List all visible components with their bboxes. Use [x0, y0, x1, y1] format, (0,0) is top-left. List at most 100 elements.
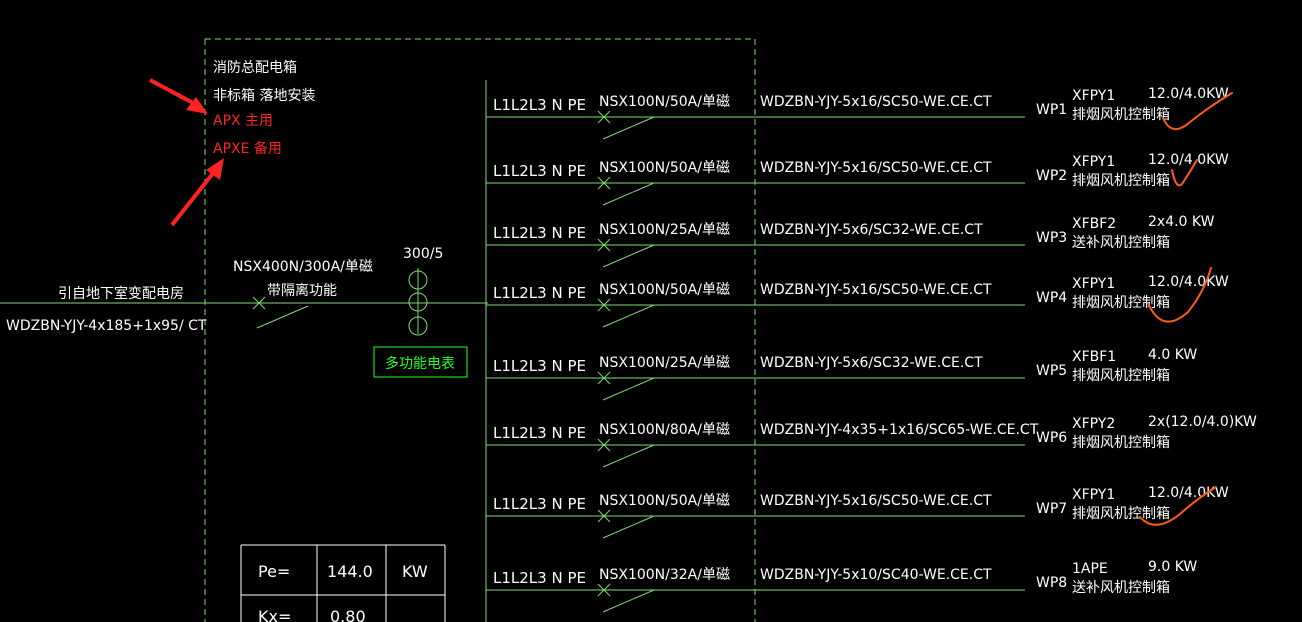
circuit-breaker-label: NSX100N/80A/单磁: [599, 422, 730, 438]
incoming-cable-label: WDZBN-YJY-4x185+1x95/ CT: [6, 318, 207, 334]
circuit-breaker-x: [597, 238, 611, 252]
circuit-breaker-blade: [602, 116, 655, 140]
circuit-desc-label: 排烟风机控制箱: [1072, 107, 1170, 123]
panel-apx-label: APX 主用: [213, 113, 273, 129]
circuit-power-label: 12.0/4.0KW: [1148, 274, 1229, 290]
circuit-phases-label: L1L2L3 N PE: [493, 162, 586, 180]
circuit-phases-label: L1L2L3 N PE: [493, 96, 586, 114]
incoming-breaker-label: NSX400N/300A/单磁: [233, 259, 373, 275]
circuit-breaker-blade: [602, 244, 655, 268]
check-mark-icon: [1139, 486, 1217, 526]
circuit-id-label: WP4: [1036, 290, 1067, 306]
circuit-desc-label: 排烟风机控制箱: [1072, 173, 1170, 189]
circuit-phases-label: L1L2L3 N PE: [493, 495, 586, 513]
circuit-breaker-blade: [602, 444, 655, 468]
circuit-breaker-label: NSX100N/50A/单磁: [599, 94, 730, 110]
circuit-cable-label: WDZBN-YJY-5x6/SC32-WE.CE.CT: [760, 355, 983, 371]
circuit-breaker-x: [597, 176, 611, 190]
circuit-breaker-x: [597, 110, 611, 124]
circuit-id-label: WP2: [1036, 168, 1067, 184]
circuit-breaker-blade: [602, 304, 655, 328]
circuit-power-label: 9.0 KW: [1148, 559, 1197, 575]
panel-apxe-label: APXE 备用: [213, 140, 282, 157]
circuit-cable-label: WDZBN-YJY-5x10/SC40-WE.CE.CT: [760, 567, 992, 583]
meter-label: 多功能电表: [385, 355, 455, 372]
circuit-desc-label: 排烟风机控制箱: [1072, 368, 1170, 384]
circuit-desc-label: 送补风机控制箱: [1072, 235, 1170, 251]
circuit-desc-label: 排烟风机控制箱: [1072, 295, 1170, 311]
circuit-breaker-label: NSX100N/25A/单磁: [599, 355, 730, 371]
circuit-wp8: L1L2L3 N PE NSX100N/32A/单磁 WDZBN-YJY-5x10/…: [486, 559, 1197, 613]
circuit-power-label: 2x(12.0/4.0)KW: [1148, 414, 1257, 430]
check-mark-icon: [1162, 92, 1233, 130]
circuit-cable-label: WDZBN-YJY-4x35+1x16/SC65-WE.CE.CT: [760, 422, 1039, 438]
circuit-id-label: WP7: [1036, 501, 1067, 517]
circuit-id-label: WP3: [1036, 230, 1067, 246]
circuit-desc-label: 送补风机控制箱: [1072, 580, 1170, 596]
circuit-phases-label: L1L2L3 N PE: [493, 224, 586, 242]
circuit-cable-label: WDZBN-YJY-5x16/SC50-WE.CE.CT: [760, 493, 992, 509]
load-table-value-1: 0.80: [330, 607, 366, 622]
circuit-phases-label: L1L2L3 N PE: [493, 569, 586, 587]
incoming-source-label: 引自地下室变配电房: [58, 285, 184, 302]
circuit-breaker-x: [597, 371, 611, 385]
circuit-power-label: 12.0/4.0KW: [1148, 485, 1229, 501]
panel-name-line1: 消防总配电箱: [213, 60, 297, 76]
circuit-breaker-label: NSX100N/50A/单磁: [599, 282, 730, 298]
circuit-breaker-label: NSX100N/25A/单磁: [599, 222, 730, 238]
annotation-arrow-apxe: [170, 158, 224, 227]
circuit-wp7: L1L2L3 N PE NSX100N/50A/单磁 WDZBN-YJY-5x16/…: [486, 485, 1229, 539]
circuit-power-label: 4.0 KW: [1148, 347, 1197, 363]
circuit-wp2: L1L2L3 N PE NSX100N/50A/单磁 WDZBN-YJY-5x16/…: [486, 152, 1229, 206]
load-table: Pe= 144.0 KW Kx= 0.80: [240, 544, 446, 622]
load-table-value-0: 144.0: [327, 562, 373, 581]
incoming-breaker-x: [252, 296, 266, 310]
load-table-unit-0: KW: [402, 562, 428, 581]
circuit-phases-label: L1L2L3 N PE: [493, 424, 586, 442]
circuit-device-label: 1APE: [1072, 561, 1108, 577]
circuit-device-label: XFPY2: [1072, 416, 1115, 432]
circuit-breaker-blade: [602, 515, 655, 539]
circuit-cable-label: WDZBN-YJY-5x6/SC32-WE.CE.CT: [760, 222, 983, 238]
circuit-wp6: L1L2L3 N PE NSX100N/80A/单磁 WDZBN-YJY-4x35+…: [486, 414, 1257, 468]
circuit-device-label: XFPY1: [1072, 487, 1115, 503]
circuit-id-label: WP1: [1036, 102, 1067, 118]
circuit-breaker-label: NSX100N/50A/单磁: [599, 493, 730, 509]
meter-box: [373, 346, 468, 378]
incoming-breaker-blade: [256, 305, 309, 329]
circuit-breaker-x: [597, 298, 611, 312]
circuit-device-label: XFPY1: [1072, 154, 1115, 170]
circuit-breaker-x: [597, 438, 611, 452]
circuit-power-label: 12.0/4.0KW: [1148, 152, 1229, 168]
ct-ratio-label: 300/5: [403, 246, 443, 262]
circuit-device-label: XFPY1: [1072, 88, 1115, 104]
incoming-breaker-note: 带隔离功能: [267, 282, 337, 299]
circuit-desc-label: 排烟风机控制箱: [1072, 435, 1170, 451]
check-mark-icon: [1171, 159, 1198, 187]
circuit-power-label: 2x4.0 KW: [1148, 214, 1215, 230]
circuit-wp3: L1L2L3 N PE NSX100N/25A/单磁 WDZBN-YJY-5x6/S…: [486, 214, 1215, 268]
circuit-device-label: XFBF1: [1072, 349, 1116, 365]
current-transformer-icon: [408, 268, 428, 336]
circuit-breaker-label: NSX100N/32A/单磁: [599, 567, 730, 583]
circuit-breaker-x: [597, 583, 611, 597]
circuit-cable-label: WDZBN-YJY-5x16/SC50-WE.CE.CT: [760, 94, 992, 110]
circuit-breaker-label: NSX100N/50A/单磁: [599, 160, 730, 176]
circuit-device-label: XFBF2: [1072, 216, 1116, 232]
circuit-id-label: WP8: [1036, 575, 1067, 591]
load-table-label-0: Pe=: [258, 562, 290, 581]
panel-name-line2: 非标箱 落地安装: [213, 88, 315, 104]
annotation-arrow-apx: [149, 78, 208, 114]
circuit-id-label: WP6: [1036, 430, 1067, 446]
circuit-phases-label: L1L2L3 N PE: [493, 357, 586, 375]
check-mark-icon: [1147, 267, 1212, 323]
circuit-id-label: WP5: [1036, 363, 1067, 379]
outgoing-circuits: L1L2L3 N PE NSX100N/50A/单磁 WDZBN-YJY-5x16/…: [486, 86, 1257, 613]
incoming-feeder: 引自地下室变配电房 WDZBN-YJY-4x185+1x95/ CT NSX40…: [0, 246, 488, 378]
circuit-wp5: L1L2L3 N PE NSX100N/25A/单磁 WDZBN-YJY-5x6/S…: [486, 347, 1197, 401]
panel-boundary: [204, 38, 756, 622]
circuit-power-label: 12.0/4.0KW: [1148, 86, 1229, 102]
circuit-cable-label: WDZBN-YJY-5x16/SC50-WE.CE.CT: [760, 160, 992, 176]
